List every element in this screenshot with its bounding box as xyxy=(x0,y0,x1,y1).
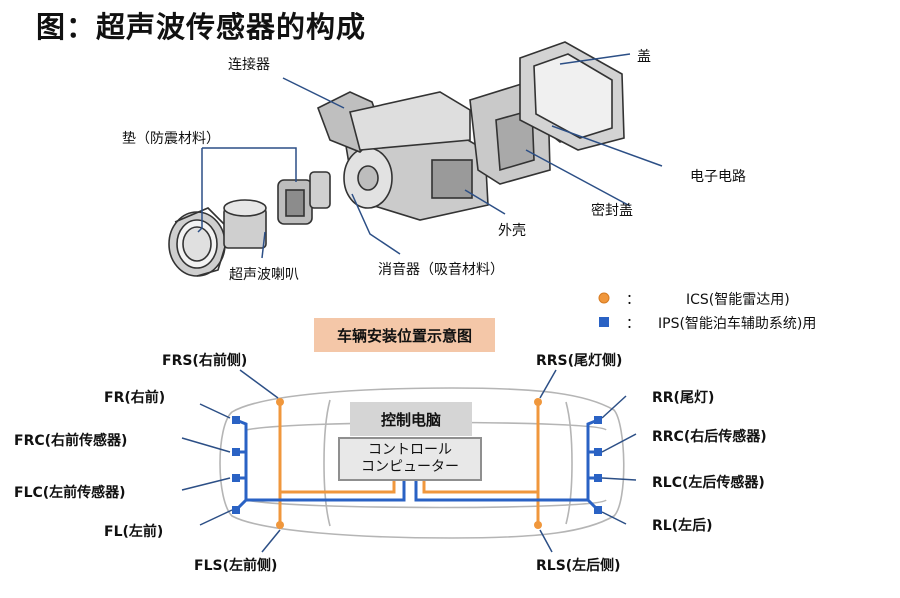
legend-ips-colon: ： xyxy=(626,316,640,332)
label-fls: FLS(左前侧) xyxy=(194,558,278,574)
pad-pieces xyxy=(277,171,331,225)
controller-box: コントロール コンピューター xyxy=(338,437,482,481)
connector xyxy=(316,91,471,153)
label-rl: RL(左后) xyxy=(652,518,713,534)
legend-ics-colon: ： xyxy=(626,292,640,308)
leader-transducer xyxy=(261,231,266,259)
label-rrc: RRC(右后传感器) xyxy=(652,429,767,445)
controller-title: 控制电脑 xyxy=(350,402,472,436)
marker-rrs xyxy=(534,398,542,406)
label-rlc: RLC(左后传感器) xyxy=(652,475,765,491)
label-housing: 外壳 xyxy=(498,223,526,239)
marker-rls xyxy=(534,521,542,529)
leader-pad-left xyxy=(197,148,203,233)
leader-seal-cover xyxy=(525,149,631,207)
marker-rlc xyxy=(594,474,602,482)
marker-frs xyxy=(276,398,284,406)
marker-rr xyxy=(594,416,602,424)
label-seal-cover: 密封盖 xyxy=(591,203,633,219)
marker-rrc xyxy=(594,448,602,456)
label-rr: RR(尾灯) xyxy=(652,390,715,406)
leader-cover xyxy=(559,53,631,65)
label-fr: FR(右前) xyxy=(104,390,166,406)
legend-ics-marker xyxy=(598,292,610,304)
seal-cover-part xyxy=(469,81,551,185)
horn-ring xyxy=(168,207,231,277)
page-title: 图：超声波传感器的构成 xyxy=(36,10,367,44)
label-connector: 连接器 xyxy=(228,57,270,73)
transducer-cylinder xyxy=(223,199,267,249)
sensor-leaders xyxy=(181,369,637,553)
leader-lines xyxy=(197,53,663,259)
marker-rl xyxy=(594,506,602,514)
label-fl: FL(左前) xyxy=(104,524,164,540)
leader-muffler xyxy=(351,193,401,255)
label-transducer: 超声波喇叭 xyxy=(229,267,299,283)
label-circuit: 电子电路 xyxy=(690,169,746,185)
label-muffler: 消音器（吸音材料） xyxy=(378,262,504,278)
label-rrs: RRS(尾灯侧) xyxy=(536,353,623,369)
marker-frc xyxy=(232,448,240,456)
lid-part xyxy=(519,41,625,151)
vehicle-banner: 车辆安装位置示意图 xyxy=(314,318,495,352)
sensor-markers xyxy=(232,398,602,529)
label-pad: 垫（防震材料） xyxy=(122,131,220,147)
label-flc: FLC(左前传感器) xyxy=(14,485,126,501)
legend-ips-label: IPS(智能泊车辅助系统)用 xyxy=(658,316,817,332)
label-rls: RLS(左后侧) xyxy=(536,558,621,574)
exploded-sensor-drawing xyxy=(168,41,625,277)
marker-flc xyxy=(232,474,240,482)
legend-ips-marker xyxy=(599,317,609,327)
label-frs: FRS(右前侧) xyxy=(162,353,248,369)
leader-connector xyxy=(282,77,345,109)
controller-jp-line2: コンピューター xyxy=(361,459,459,475)
leader-circuit xyxy=(551,125,663,167)
label-cover: 盖 xyxy=(637,49,651,65)
label-frc: FRC(右前传感器) xyxy=(14,433,128,449)
leader-housing xyxy=(464,189,506,215)
marker-fr xyxy=(232,416,240,424)
leader-pad-right xyxy=(202,147,297,182)
ics-wiring xyxy=(278,402,540,525)
legend-ics-label: ICS(智能雷达用) xyxy=(686,292,790,308)
car-outline xyxy=(219,387,625,539)
marker-fls xyxy=(276,521,284,529)
marker-fl xyxy=(232,506,240,514)
controller-jp-line1: コントロール xyxy=(368,442,452,458)
